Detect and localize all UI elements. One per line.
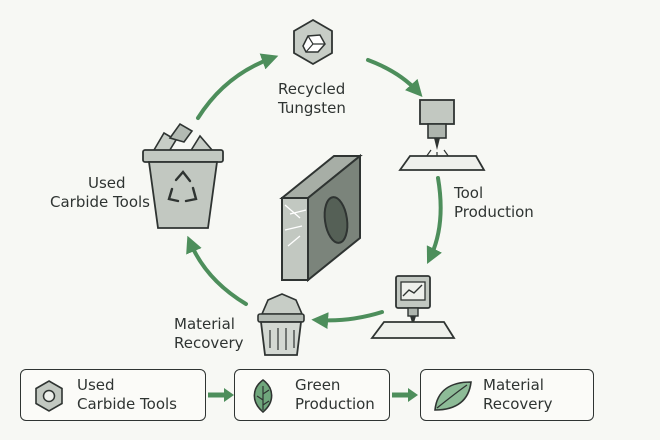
cutting-tool-machine-icon [398,99,486,171]
recovery-canister-icon [257,293,305,356]
flow-box-green-production: Green Production [234,369,390,421]
flow-line: Carbide Tools [77,395,177,413]
label-line: Tool [454,184,484,202]
flow-line: Material [483,376,544,394]
flow-box-used-carbide-tools: Used Carbide Tools [20,369,206,421]
label-line: Tungsten [278,99,346,117]
arrow-recovery-to-used [186,235,248,306]
arrow-production-to-recovery [311,310,384,330]
production-monitor-icon [370,275,456,339]
label-material-recovery: Material Recovery [174,315,244,353]
arrow-used-to-recycled [196,53,279,120]
label-used-carbide-tools: Used Carbide Tools [38,174,150,212]
flow-line: Production [295,395,375,413]
tungsten-hexagon-icon [293,18,333,66]
flow-line: Green [295,376,341,394]
leaf-icon [434,381,472,411]
label-line: Production [454,203,534,221]
label-recycled-tungsten: Recycled Tungsten [278,80,346,118]
label-line: Recycled [278,80,346,98]
cycle-arrows [186,53,443,330]
label-tool-production: Tool Production [454,184,534,222]
flow-box-text: Green Production [295,376,375,414]
label-line: Recovery [174,334,244,352]
label-line: Carbide Tools [50,193,150,211]
flow-line: Recovery [483,395,553,413]
label-line: Material [174,315,235,333]
flow-box-text: Material Recovery [483,376,553,414]
recycle-symbol-icon [167,170,198,203]
recycling-bin-icon [142,122,224,229]
flow-box-material-recovery: Material Recovery [420,369,594,421]
central-carbide-insert-icon [279,153,363,283]
arrow-recycled-to-tool [366,58,423,97]
leaf-icon [253,379,273,414]
label-line: Used [88,174,126,192]
carbide-insert-icon [35,380,63,412]
flow-line: Used [77,376,115,394]
flow-arrows [208,388,418,402]
arrow-tool-to-production [426,176,443,265]
flow-box-text: Used Carbide Tools [77,376,177,414]
